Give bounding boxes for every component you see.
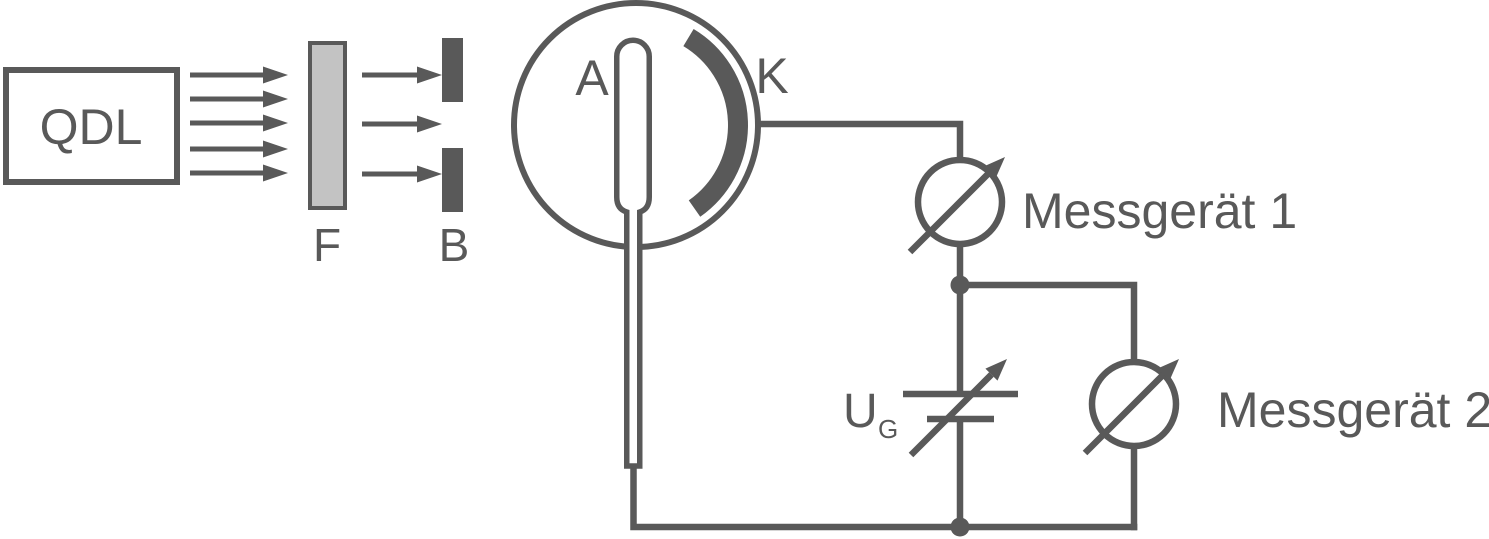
meter1-needle-arrowhead-icon bbox=[983, 157, 1005, 179]
voltage-source-symbol bbox=[903, 359, 1018, 458]
meter1-needle bbox=[907, 170, 992, 255]
voltage-label: U bbox=[843, 385, 878, 438]
meter1-symbol bbox=[907, 156, 1006, 255]
battery-arrowhead-icon bbox=[985, 359, 1007, 381]
incident-light-rays bbox=[190, 66, 288, 182]
wire-anode-return bbox=[630, 464, 1138, 531]
wire-cathode-to-meter1 bbox=[744, 120, 964, 160]
light-ray-arrow-icon bbox=[190, 114, 288, 132]
lamp-box bbox=[3, 67, 180, 185]
light-ray-arrow-icon bbox=[190, 90, 288, 108]
filter-label: F bbox=[313, 219, 341, 271]
filter-glass bbox=[308, 41, 347, 210]
anode-rod bbox=[614, 37, 652, 469]
aperture-bottom-plate bbox=[442, 148, 463, 212]
filtered-light-rays bbox=[362, 66, 442, 183]
wire-junction-to-meter2 bbox=[960, 281, 1138, 362]
light-ray-arrow-icon bbox=[190, 66, 288, 84]
meter1-label: Messgerät 1 bbox=[1022, 183, 1297, 239]
lamp-label: QDL bbox=[40, 99, 143, 155]
anode-label: A bbox=[575, 50, 609, 106]
meter2-symbol bbox=[1082, 358, 1180, 456]
light-ray-arrow-icon bbox=[362, 165, 442, 183]
meter2-label: Messgerät 2 bbox=[1217, 382, 1489, 438]
junction-dot-bottom bbox=[950, 517, 970, 537]
aperture-label: B bbox=[439, 219, 470, 271]
junction-dot-top bbox=[950, 275, 970, 295]
light-ray-arrow-icon bbox=[190, 140, 288, 158]
voltage-subscript: G bbox=[878, 414, 898, 444]
cathode-plate-arc bbox=[683, 29, 748, 217]
light-ray-arrow-icon bbox=[362, 115, 442, 133]
cathode-label: K bbox=[755, 48, 788, 104]
light-ray-arrow-icon bbox=[362, 66, 442, 84]
aperture-top-plate bbox=[442, 38, 463, 102]
battery-variable-arrow bbox=[908, 372, 994, 458]
meter2-needle bbox=[1082, 372, 1166, 456]
meter2-needle-arrowhead-icon bbox=[1157, 359, 1179, 381]
light-ray-arrow-icon bbox=[190, 164, 288, 182]
